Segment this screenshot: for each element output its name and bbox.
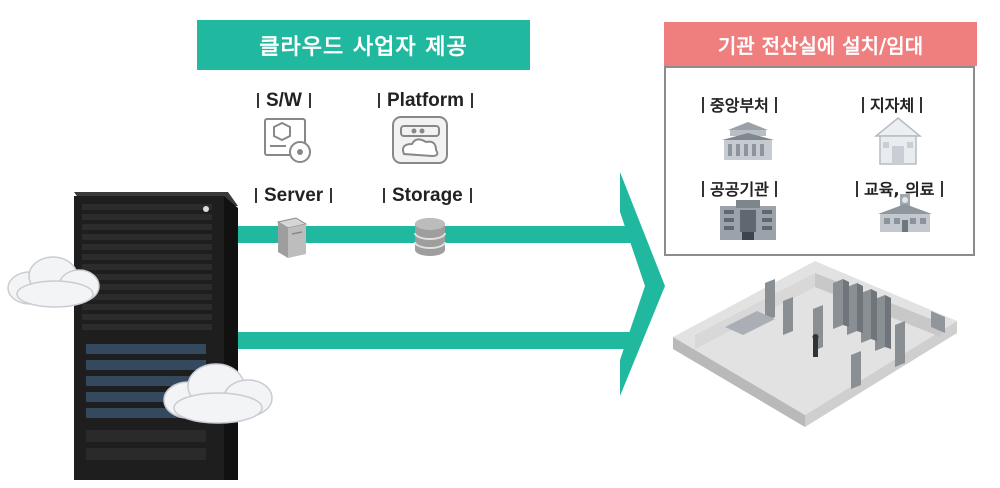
city-hall-icon <box>873 117 923 165</box>
central-government-label: 중앙부처 <box>696 92 783 116</box>
server-box-icon <box>276 217 308 258</box>
arrow-shaft-lower <box>232 332 632 349</box>
government-building-icon <box>722 122 774 160</box>
education-medical-label: 교육, 의료 <box>850 176 949 200</box>
cloud-icon <box>7 256 100 308</box>
office-building-icon <box>720 200 776 240</box>
platform-cloud-icon <box>392 116 448 164</box>
onpremise-banner: 기관 전산실에 설치/임대 <box>664 22 977 66</box>
storage-database-icon <box>414 218 446 256</box>
datacenter-room-illustration <box>673 261 957 427</box>
storage-label: Storage <box>376 185 479 207</box>
school-hospital-icon <box>878 194 932 232</box>
cloud-icon <box>163 363 273 424</box>
software-disc-icon <box>264 118 311 163</box>
server-label: Server <box>248 185 339 207</box>
local-government-label: 지자체 <box>856 92 928 116</box>
sw-label: S/W <box>250 90 318 112</box>
arrow-head <box>620 172 665 396</box>
platform-label: Platform <box>371 90 480 112</box>
public-agency-label: 공공기관 <box>696 176 783 200</box>
cloud-provider-banner: 클라우드 사업자 제공 <box>197 20 530 70</box>
server-rack-illustration <box>74 192 238 480</box>
